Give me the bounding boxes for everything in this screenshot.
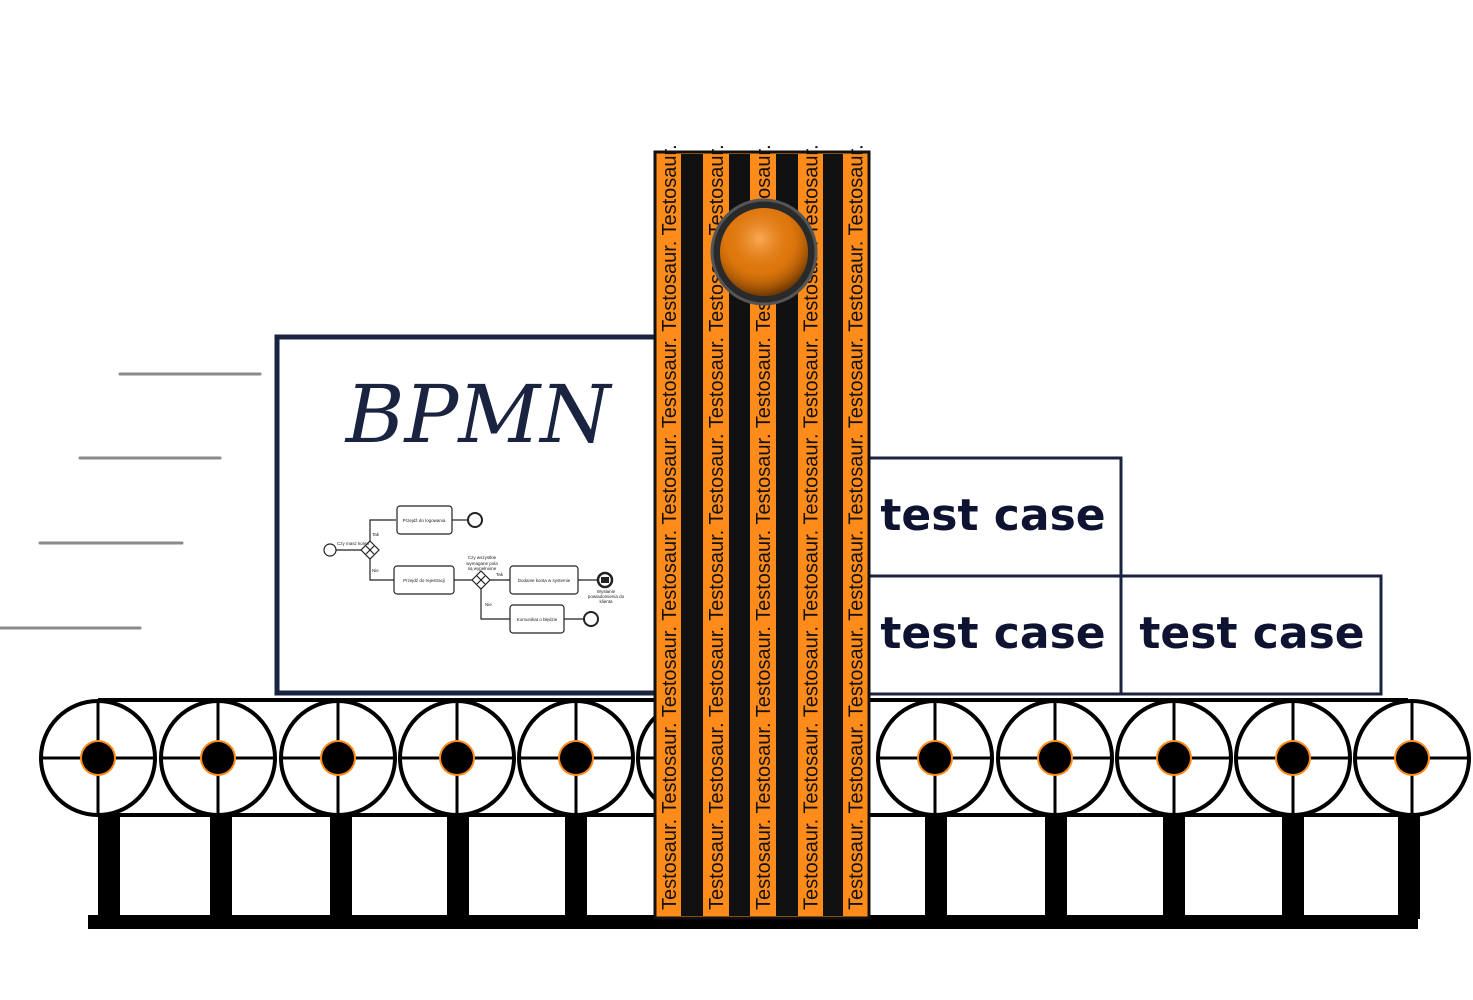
bpmn-gateway2-label: wymagane pola — [466, 561, 498, 566]
roller-wheel-icon — [1234, 699, 1352, 817]
bpmn-task-create-label: Dodanie konta w systemie — [518, 578, 571, 583]
speed-lines — [0, 372, 262, 630]
bpmn-end-message-label: powiadomienia do — [588, 594, 625, 599]
conveyor-leg — [1045, 815, 1067, 919]
dark-stripe — [776, 154, 798, 916]
bpmn-title: BPMN — [344, 368, 614, 461]
bpmn-end-message-label: klienta — [599, 599, 613, 604]
brand-stripe-text: Testosaur. Testosaur. Testosaur. Testosa… — [659, 144, 681, 910]
dark-stripe — [823, 154, 843, 916]
conveyor-leg — [565, 815, 587, 919]
bpmn-no-label: Nie — [372, 568, 379, 573]
conveyor-leg — [330, 815, 352, 919]
bpmn-gateway2-label: Czy wszystkie — [468, 555, 497, 560]
machine-stripes: Testosaur. Testosaur. Testosaur. Testosa… — [659, 144, 868, 916]
test-case-stack: test case test case test case — [864, 456, 1383, 696]
test-case-label: test case — [880, 608, 1105, 659]
conveyor-base — [88, 915, 1418, 929]
roller-wheel-icon — [398, 699, 516, 817]
end-event-icon — [583, 611, 599, 627]
roller-wheel-icon — [39, 699, 157, 817]
roller-wheel-icon — [1115, 699, 1233, 817]
bpmn-yes-label: Tak — [496, 572, 504, 577]
bpmn-end-message-label: Wysłanie — [597, 589, 616, 594]
roller-wheel-icon — [996, 699, 1114, 817]
conveyor-legs — [98, 815, 1420, 919]
bpmn-card: BPMN Czy masz konto — [274, 334, 665, 696]
start-event-icon — [323, 543, 337, 557]
end-event-icon — [467, 512, 483, 528]
conveyor-leg — [1398, 815, 1420, 919]
roller-wheel-icon — [159, 699, 277, 817]
bpmn-yes-label: Tak — [372, 532, 380, 537]
roller-wheel-icon — [279, 699, 397, 817]
dark-stripe — [681, 154, 703, 916]
conveyor-rollers — [39, 699, 1471, 817]
test-case-box — [1119, 574, 1383, 696]
brand-stripe-text: Testosaur. Testosaur. Testosaur. Testosa… — [846, 144, 868, 910]
conveyor-belt — [39, 698, 1471, 929]
conveyor-leg — [98, 815, 120, 919]
roller-wheel-icon — [876, 699, 994, 817]
roller-wheel-icon — [1353, 699, 1471, 817]
lamp-shading — [720, 208, 808, 296]
bpmn-mini-diagram — [323, 505, 614, 634]
roller-wheel-icon — [517, 699, 635, 817]
conveyor-leg — [447, 815, 469, 919]
brand-stripe-text: Testosaur. Testosaur. Testosaur. Testosa… — [706, 144, 728, 910]
conveyor-leg — [210, 815, 232, 919]
machine-lamp — [710, 198, 818, 306]
brand-stripe-text: Testosaur. Testosaur. Testosaur. Testosa… — [801, 144, 823, 910]
bpmn-task-login-label: Przejdź do logowania — [403, 518, 446, 523]
conveyor-leg — [1163, 815, 1185, 919]
conveyor-leg — [925, 815, 947, 919]
test-case-label: test case — [1139, 608, 1364, 659]
bpmn-no-label: Nie — [485, 602, 492, 607]
bpmn-gateway1-label: Czy masz konto — [337, 541, 370, 546]
dark-stripe — [729, 154, 750, 916]
test-case-label: test case — [880, 490, 1105, 541]
bpmn-task-error-label: Komunikat o błędzie — [517, 617, 558, 622]
test-case-box — [864, 574, 1123, 696]
conveyor-leg — [1282, 815, 1304, 919]
testosaur-machine: Testosaur. Testosaur. Testosaur. Testosa… — [653, 144, 871, 920]
brand-stripe-text: Testosaur. Testosaur. Testosaur. Testosa… — [753, 144, 775, 910]
bpmn-task-register-label: Przejdź do rejestracji — [403, 578, 445, 583]
bpmn-gateway2-label: są wypełnione — [468, 566, 497, 571]
